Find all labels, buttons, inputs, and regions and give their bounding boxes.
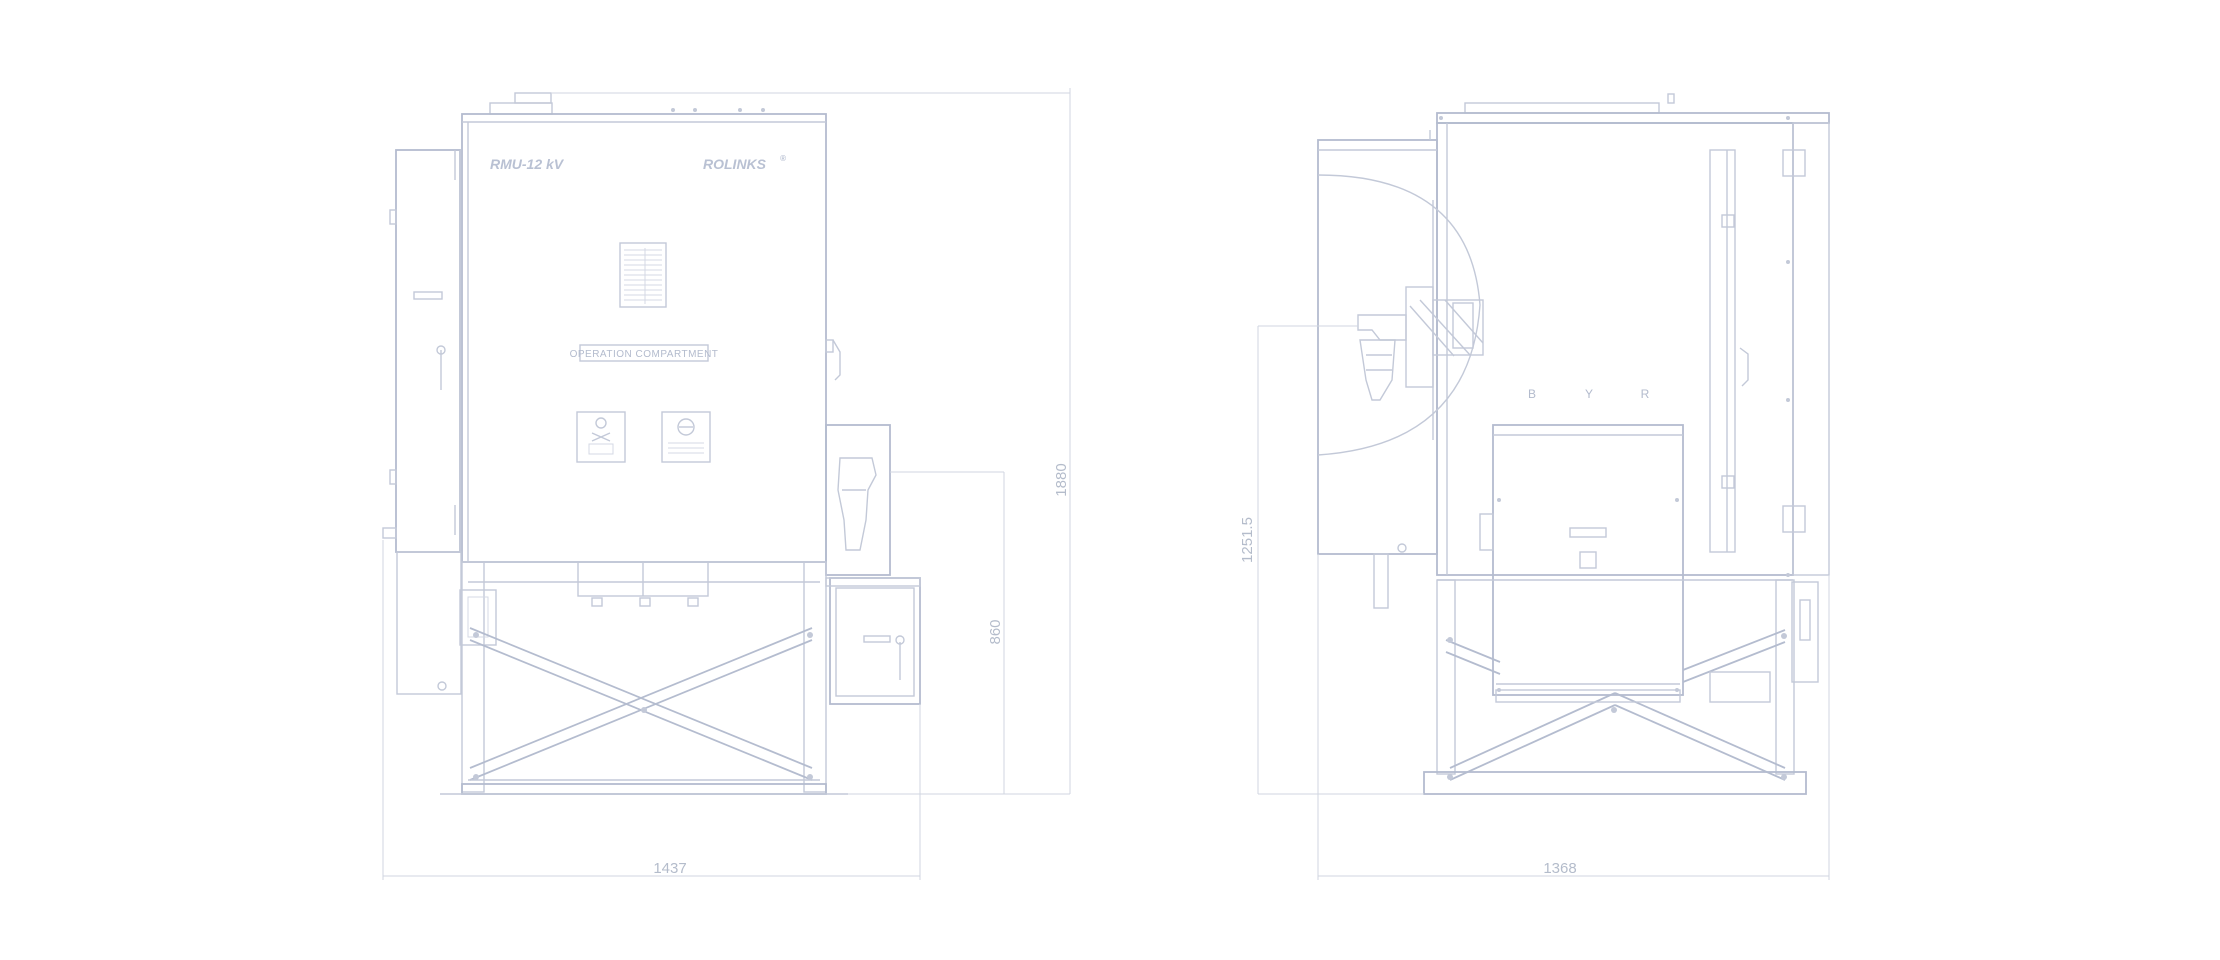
side-top-lid <box>1464 102 1660 114</box>
side-height-dimension: 1251.5 <box>1239 517 1256 563</box>
top-lid <box>489 102 553 115</box>
lifting-lug <box>514 92 552 104</box>
control-box <box>829 577 921 705</box>
front-height-dimension: 1880 <box>1053 463 1070 496</box>
front-width-dimension: 1437 <box>653 860 686 877</box>
front-stand <box>440 561 848 795</box>
left-door-handle[interactable] <box>436 345 446 355</box>
side-width-dimension: 1368 <box>1543 860 1576 877</box>
brand-mark: ® <box>780 154 786 163</box>
bottom-hinge <box>1782 505 1806 533</box>
phase-label-y: Y <box>1585 387 1593 401</box>
rating-plate <box>619 242 667 308</box>
main-cabinet <box>461 113 827 563</box>
danger-sign <box>576 411 626 463</box>
front-view: RMU-12 kV ROLINKS ® OPERATION COMPARTMEN… <box>382 88 1071 880</box>
side-view: B Y R <box>1239 93 1830 880</box>
cable-compartment <box>1317 139 1438 555</box>
side-vertical-bar <box>1709 149 1736 553</box>
breaker-truck <box>1492 424 1684 696</box>
control-box-handle[interactable] <box>895 635 905 645</box>
brand-label: ROLINKS <box>703 156 767 172</box>
earth-sign <box>661 411 711 463</box>
model-label: RMU-12 kV <box>490 156 565 172</box>
right-insulator-box <box>825 424 891 576</box>
top-hinge <box>1782 149 1806 177</box>
left-lower-enclosure <box>396 551 462 695</box>
phase-label-r: R <box>1641 387 1650 401</box>
front-dimensions <box>382 88 1071 880</box>
side-main-cabinet <box>1436 122 1794 576</box>
side-stand <box>1423 579 1819 795</box>
left-switch-box <box>459 589 497 646</box>
left-side-cabinet <box>395 149 461 553</box>
compartment-label: OPERATION COMPARTMENT <box>570 349 719 360</box>
compartment-plate <box>579 344 709 362</box>
front-sub-height-dimension: 860 <box>987 619 1004 644</box>
bushing-detail <box>1357 200 1484 440</box>
side-dimensions <box>1257 325 1830 880</box>
phase-label-b: B <box>1528 387 1536 401</box>
